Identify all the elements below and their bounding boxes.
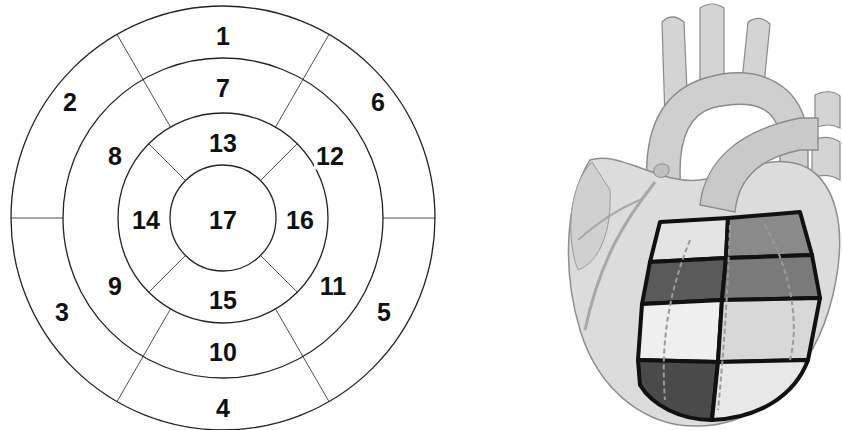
heart-illustration (569, 4, 840, 426)
segment-number: 9 (106, 273, 124, 300)
segment-number: 11 (318, 273, 348, 300)
segment-number: 12 (314, 143, 346, 170)
segment-number: 14 (130, 207, 162, 234)
segment-number: 8 (106, 143, 124, 170)
segment-number: 7 (214, 75, 232, 102)
segment-number: 15 (207, 287, 239, 314)
segment-number: 13 (207, 130, 239, 157)
segment-number: 4 (214, 395, 232, 422)
segment-number: 1 (214, 23, 232, 50)
segment-number: 17 (207, 207, 239, 234)
segment-number: 5 (375, 299, 393, 326)
segment-number: 10 (207, 339, 239, 366)
bullseye-plot (11, 6, 435, 430)
segment-number: 3 (53, 299, 71, 326)
segment-number: 6 (369, 89, 387, 116)
segment-number: 16 (284, 207, 316, 234)
segment-number: 2 (61, 89, 79, 116)
